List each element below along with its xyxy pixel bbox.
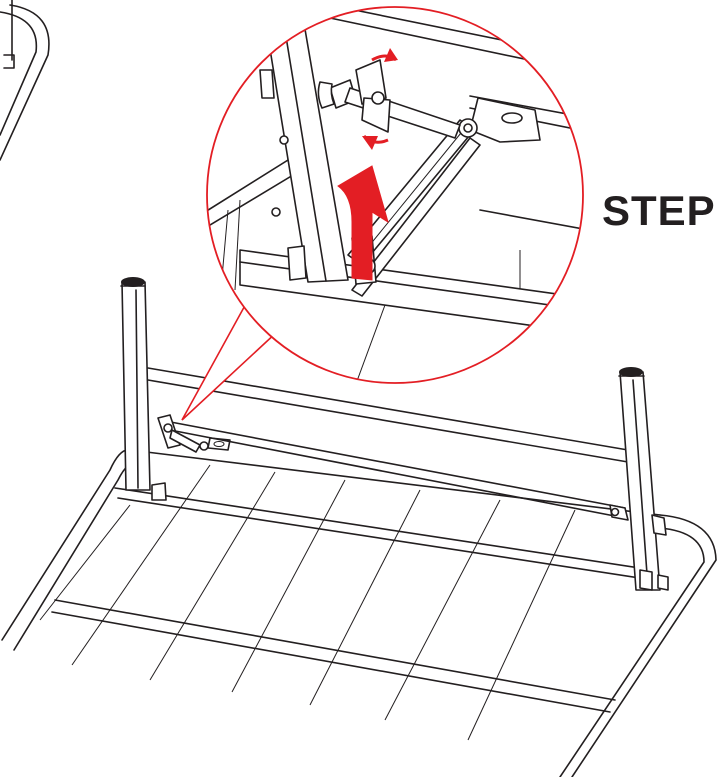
tabletop-frame	[1, 449, 717, 778]
tabletop-slats	[39, 464, 576, 741]
rotate-arrow-icon	[362, 48, 398, 150]
fold-up-arrow-icon	[337, 165, 389, 281]
left-leg	[120, 277, 151, 491]
cross-rails	[51, 487, 641, 713]
frame-corner-top-left	[0, 0, 50, 161]
leg-hinge-hardware	[151, 414, 669, 591]
detail-magnifier	[206, 6, 584, 384]
side-rail	[147, 367, 629, 519]
right-leg	[618, 367, 661, 591]
step-label: STEP	[602, 187, 716, 234]
